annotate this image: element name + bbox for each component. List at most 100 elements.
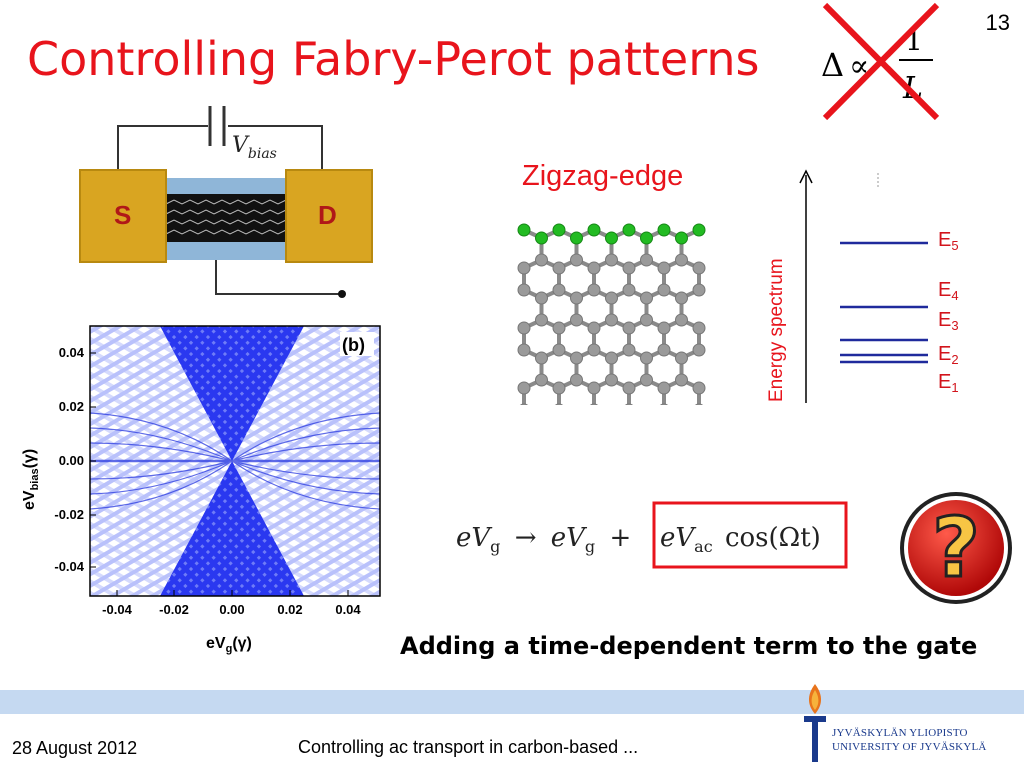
carbon-atom	[589, 403, 599, 405]
panel-label: (b)	[342, 335, 365, 355]
carbon-atom	[517, 283, 531, 297]
edge-atom	[535, 231, 548, 245]
carbon-atom	[692, 381, 706, 395]
circuit-wire	[228, 125, 323, 170]
carbon-atom	[517, 321, 531, 335]
gate-equation: eVg → eVg + eVac cos(Ωt)	[456, 501, 848, 569]
x-tick-label: 0.02	[277, 602, 302, 617]
y-ticks: 0.04 0.02 0.00 -0.02 -0.04	[54, 345, 96, 574]
gate-terminal	[338, 290, 346, 298]
formula-delta: Δ	[821, 46, 844, 84]
energy-axis-label: Energy spectrum	[766, 258, 787, 402]
level-label-e2: E2	[938, 343, 959, 367]
carbon-atom	[605, 253, 618, 267]
x-tick-label: -0.04	[102, 602, 132, 617]
carbon-atom	[675, 351, 688, 365]
carbon-atom	[692, 321, 706, 335]
carbon-atom	[587, 321, 601, 335]
carbon-atom	[570, 351, 583, 365]
panel-label-box	[340, 332, 374, 356]
edge-atom	[552, 223, 566, 237]
graphene-lattice	[517, 223, 706, 405]
carbon-atom	[535, 351, 548, 365]
graphene-ribbon	[163, 194, 293, 242]
carbon-atom	[587, 343, 601, 357]
carbon-atom	[517, 261, 531, 275]
drain-label: D	[318, 200, 337, 230]
carbon-atom	[659, 403, 669, 405]
carbon-atom	[622, 343, 636, 357]
edge-atom	[692, 223, 706, 237]
carbon-atom	[605, 351, 618, 365]
edge-atom	[587, 223, 601, 237]
carbon-atom	[517, 381, 531, 395]
carbon-atom	[587, 381, 601, 395]
carbon-atom	[622, 381, 636, 395]
footer-date: 28 August 2012	[12, 738, 138, 758]
carbon-atom	[675, 253, 688, 267]
carbon-atom	[622, 283, 636, 297]
energy-axis-arrow	[799, 169, 813, 184]
carbon-atom	[657, 321, 671, 335]
energy-spectrum	[799, 169, 928, 403]
question-mark-icon: ?	[932, 501, 980, 596]
eq-boxed-tail: cos(Ωt)	[725, 523, 821, 553]
source-electrode	[79, 169, 167, 263]
carbon-atom	[657, 343, 671, 357]
carbon-atom	[624, 403, 634, 405]
carbon-atom	[640, 291, 653, 305]
fp-lines	[90, 412, 380, 510]
edge-atom	[675, 231, 688, 245]
upper-cone	[160, 326, 304, 461]
carbon-atom	[535, 253, 548, 267]
carbon-atom	[535, 291, 548, 305]
slide-caption: Adding a time-dependent term to the gate	[400, 632, 978, 660]
circuit-wire	[117, 125, 208, 170]
slide-number: 13	[985, 10, 1010, 35]
carbon-atom	[692, 283, 706, 297]
carbon-atom	[554, 403, 564, 405]
crossed-formula: Δ ∝ 1 L	[821, 2, 940, 120]
carbon-atom	[570, 253, 583, 267]
x-ticks: -0.04 -0.02 0.00 0.02 0.04	[102, 590, 361, 617]
carbon-atom	[640, 373, 653, 387]
conductance-plot: (b) 0.04 0.02 0.00 -0.02 -0.04 -0.04 -0.…	[21, 325, 381, 655]
carbon-atom	[640, 313, 653, 327]
carbon-atom	[587, 283, 601, 297]
carbon-atom	[552, 283, 566, 297]
university-logo	[804, 684, 826, 762]
eq-boxed: eV	[660, 523, 696, 553]
carbon-atom	[605, 291, 618, 305]
source-label: S	[114, 200, 131, 230]
x-tick-label: 0.00	[219, 602, 244, 617]
edge-atom	[622, 223, 636, 237]
y-tick-label: 0.02	[59, 399, 84, 414]
y-axis-label: eVbias(γ)	[21, 449, 41, 510]
carbon-atom	[605, 313, 618, 327]
eq-left: eV	[456, 523, 492, 553]
carbon-atom	[552, 381, 566, 395]
edge-atom	[517, 223, 531, 237]
carbon-atom	[519, 403, 529, 405]
carbon-atom	[570, 291, 583, 305]
carbon-atom	[587, 261, 601, 275]
lower-cone	[160, 461, 304, 596]
level-label-e1: E1	[938, 371, 959, 395]
svg-text:eVac cos(Ωt): eVac cos(Ωt)	[660, 523, 821, 559]
edge-atom	[605, 231, 618, 245]
carbon-atom	[622, 261, 636, 275]
carbon-atom	[657, 283, 671, 297]
y-tick-label: 0.04	[59, 345, 85, 360]
y-tick-label: -0.02	[54, 507, 84, 522]
device-schematic: Vbias S D	[79, 106, 373, 298]
university-name-en: UNIVERSITY OF JYVÄSKYLÄ	[832, 741, 987, 753]
carbon-atom	[694, 403, 704, 405]
carbon-atom	[657, 261, 671, 275]
carbon-atom	[640, 351, 653, 365]
level-label-e5: E5	[938, 229, 959, 253]
carbon-atom	[675, 313, 688, 327]
carbon-atom	[535, 373, 548, 387]
carbon-atom	[552, 343, 566, 357]
drain-electrode	[285, 169, 373, 263]
carbon-atom	[675, 291, 688, 305]
